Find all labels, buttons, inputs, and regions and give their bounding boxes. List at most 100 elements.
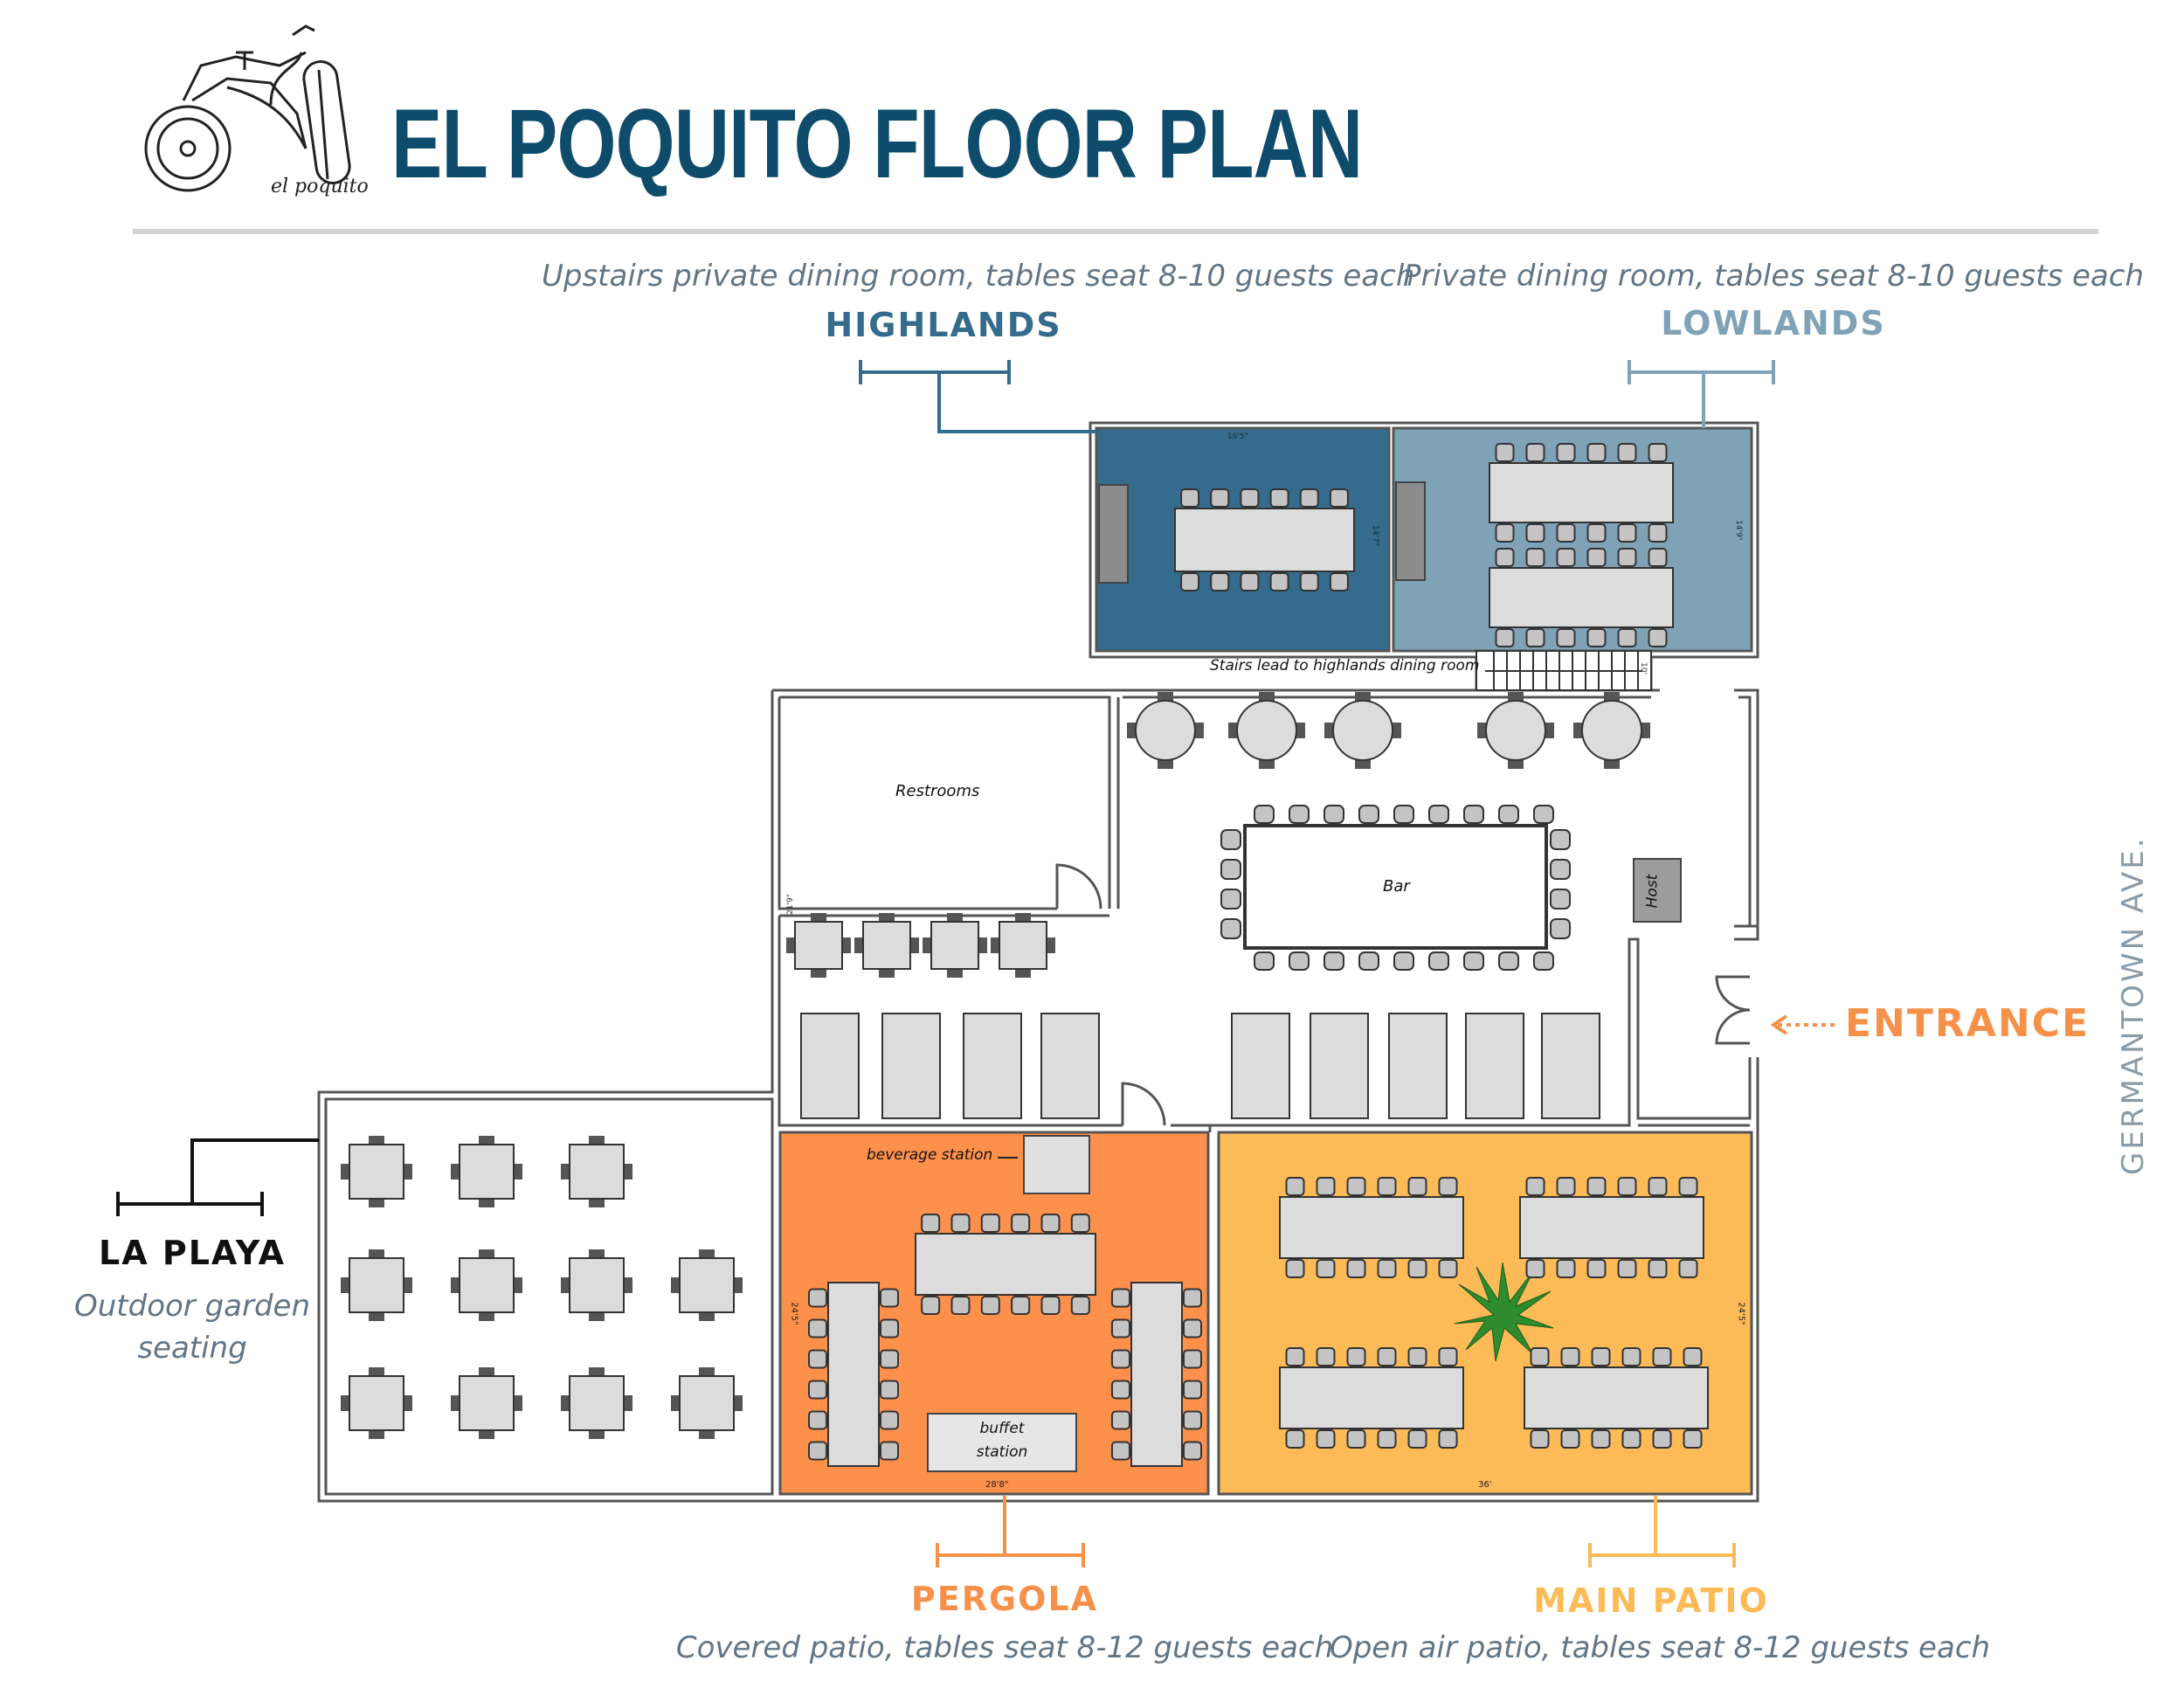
chair (811, 913, 826, 922)
square-table (459, 1257, 515, 1313)
chair (1259, 692, 1275, 701)
chair (1617, 523, 1637, 543)
chair (561, 1164, 570, 1180)
chair (1604, 692, 1620, 701)
booth-table (881, 1013, 941, 1119)
chair (1586, 628, 1607, 647)
chair (479, 1312, 494, 1321)
chair (1183, 1441, 1202, 1461)
chair (1316, 1177, 1336, 1196)
long-table (1130, 1282, 1183, 1467)
chair (1556, 548, 1576, 567)
header-divider (133, 229, 2098, 234)
chair (947, 969, 963, 978)
chair (921, 1214, 941, 1233)
round-table (1581, 700, 1642, 761)
chair (950, 1296, 971, 1315)
chair (1183, 1380, 1202, 1400)
chair (1683, 1347, 1703, 1366)
restrooms-label: Restrooms (895, 782, 980, 800)
chair (369, 1249, 384, 1258)
chair (1648, 1259, 1668, 1278)
chair (808, 1288, 827, 1308)
chair (1183, 1349, 1202, 1369)
chair (991, 937, 999, 953)
square-table (349, 1144, 404, 1200)
square-table (569, 1144, 625, 1200)
chair (1040, 1214, 1061, 1233)
chair (1438, 1177, 1458, 1196)
square-table (459, 1375, 515, 1431)
chair (1556, 1259, 1576, 1278)
chair (1180, 488, 1200, 508)
chair (1525, 443, 1545, 462)
chair (808, 1410, 827, 1430)
bar-stool (1463, 951, 1484, 971)
chair (1525, 1177, 1545, 1196)
square-table (349, 1375, 404, 1431)
chair (1591, 1347, 1611, 1366)
chair (1652, 1429, 1672, 1449)
lowlands-connector (1628, 360, 1775, 428)
restrooms-dim: 21'9" (785, 894, 795, 915)
bar-stool (1220, 889, 1241, 910)
bar-stool (1289, 951, 1310, 971)
chair (1438, 1259, 1458, 1278)
chair (404, 1395, 412, 1411)
chair (479, 1199, 494, 1207)
chair (1316, 1259, 1336, 1278)
chair (1621, 1347, 1641, 1366)
chair (1210, 488, 1230, 508)
square-table (569, 1257, 625, 1313)
chair (589, 1199, 605, 1207)
chair (1617, 1177, 1637, 1196)
chair (923, 937, 931, 953)
chair (1556, 443, 1576, 462)
chair (1047, 937, 1055, 953)
chair (880, 1441, 899, 1461)
chair (1683, 1429, 1703, 1449)
chair (1158, 760, 1173, 769)
chair (811, 969, 826, 978)
booth-table (1231, 1013, 1290, 1119)
pergola-connector (936, 1496, 1085, 1567)
chair (1299, 572, 1319, 591)
bar-stool (1498, 805, 1519, 824)
bar-stool (1324, 951, 1344, 971)
booth-table (1388, 1013, 1448, 1119)
chair (671, 1395, 680, 1411)
chair (671, 1277, 680, 1293)
bar-label: Bar (1383, 877, 1410, 896)
chair (1011, 1214, 1031, 1233)
chair (479, 1367, 494, 1376)
chair (1183, 1410, 1202, 1430)
chair (1617, 548, 1637, 567)
chair (1070, 1296, 1090, 1315)
chair (1560, 1429, 1580, 1449)
chair (1495, 628, 1515, 647)
square-table (862, 921, 911, 970)
main-patio-connector (1588, 1496, 1736, 1567)
chair (1377, 1347, 1397, 1366)
entrance-label: ENTRANCE (1845, 1001, 2090, 1046)
chair (1180, 572, 1200, 591)
square-table (569, 1375, 625, 1431)
la-playa-description-line2: seating (137, 1331, 247, 1366)
round-table (1236, 700, 1297, 761)
host-stand (1633, 858, 1682, 923)
square-table (999, 921, 1047, 970)
chair (624, 1395, 632, 1411)
chair (1158, 692, 1173, 701)
chair (1377, 1259, 1397, 1278)
round-table (1332, 700, 1393, 761)
highlands-connector (859, 360, 1096, 433)
chair (1495, 443, 1515, 462)
chair (1678, 1259, 1698, 1278)
chair (589, 1249, 605, 1258)
chair (1183, 1318, 1202, 1339)
chair (369, 1199, 384, 1207)
bar-stool (1254, 805, 1275, 824)
chair (589, 1136, 605, 1145)
chair (1586, 443, 1607, 462)
